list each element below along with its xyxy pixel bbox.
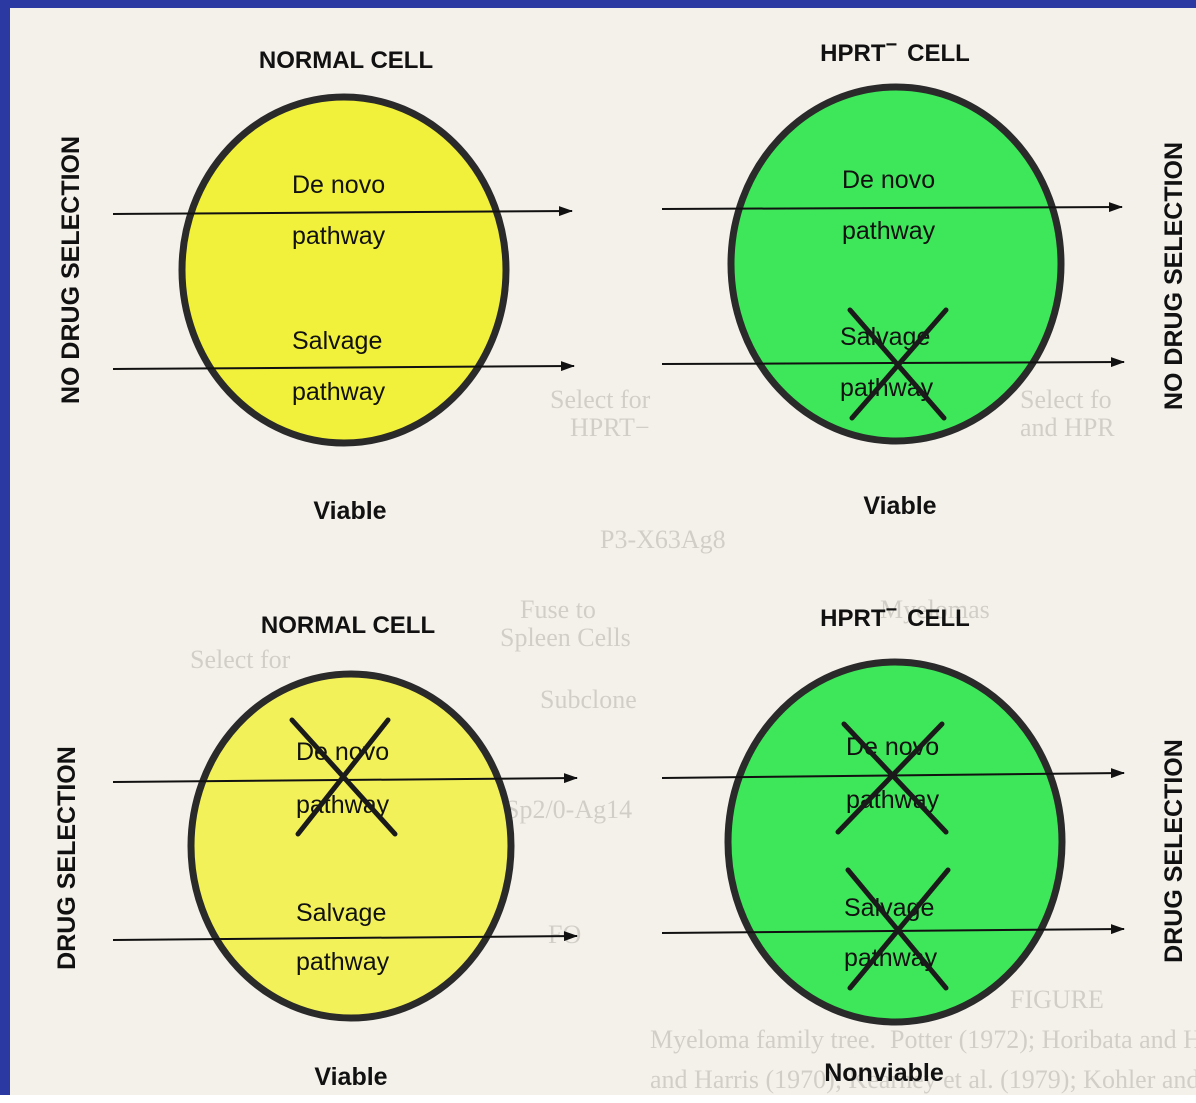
ghost-text: P3-X63Ag8: [600, 525, 726, 554]
ghost-text: HPRT−: [570, 413, 650, 442]
de-novo-label-line2: pathway: [842, 217, 936, 245]
salvage-label-line2: pathway: [296, 948, 390, 976]
title-superscript: −: [885, 34, 897, 56]
ghost-text: Myeloma family tree.: [650, 1025, 876, 1054]
title-suffix: CELL: [907, 605, 970, 632]
ghost-text: Select fo: [1020, 385, 1112, 414]
ghost-text: FIGURE: [1010, 985, 1104, 1014]
viability-status: Viable: [863, 492, 936, 520]
cell-panel-bottom-left: NORMAL CELL De novo pathway Salvage path…: [113, 612, 577, 1091]
title-main: HPRT: [820, 40, 886, 67]
cell-title: NORMAL CELL: [259, 47, 433, 74]
de-novo-label: De novo: [842, 166, 935, 194]
ghost-text: Fuse to: [520, 595, 596, 624]
cell-title: NORMAL CELL: [261, 612, 435, 639]
side-label-top-right: NO DRUG SELECTION: [1160, 142, 1188, 410]
cell-panel-top-left: NORMAL CELL De novo pathway Salvage path…: [113, 47, 574, 525]
ghost-text: Select for: [190, 645, 291, 674]
hprt-drug-selection-diagram: Select for HPRT− Select fo and HPR P3-X6…: [10, 8, 1196, 1103]
viability-status: Viable: [313, 497, 386, 525]
ghost-text: Sp2/0-Ag14: [505, 795, 632, 824]
title-main: HPRT: [820, 605, 886, 632]
ghost-text: Spleen Cells: [500, 623, 631, 652]
viability-status: Viable: [314, 1063, 387, 1091]
viability-status: Nonviable: [824, 1059, 944, 1087]
de-novo-label: De novo: [846, 733, 939, 761]
side-label-bottom-left: DRUG SELECTION: [53, 746, 81, 970]
ghost-text: Subclone: [540, 685, 637, 714]
title-superscript: −: [885, 599, 897, 621]
cell-panel-top-right: HPRT−CELL De novo pathway Salvage pathwa…: [662, 34, 1124, 520]
ghost-text: Potter (1972); Horibata and Harris: [890, 1025, 1196, 1054]
title-suffix: CELL: [907, 40, 970, 67]
side-label-top-left: NO DRUG SELECTION: [57, 136, 85, 404]
salvage-label: Salvage: [296, 899, 386, 927]
ghost-text: FO: [548, 920, 581, 949]
de-novo-label: De novo: [292, 171, 385, 199]
ghost-text: and HPR: [1020, 413, 1115, 442]
side-label-bottom-right: DRUG SELECTION: [1160, 739, 1188, 963]
salvage-label: Salvage: [292, 327, 382, 355]
cell-title: HPRT−CELL: [820, 34, 970, 67]
ghost-text: Select for: [550, 385, 651, 414]
salvage-label-line2: pathway: [292, 378, 386, 406]
de-novo-label-line2: pathway: [292, 222, 386, 250]
